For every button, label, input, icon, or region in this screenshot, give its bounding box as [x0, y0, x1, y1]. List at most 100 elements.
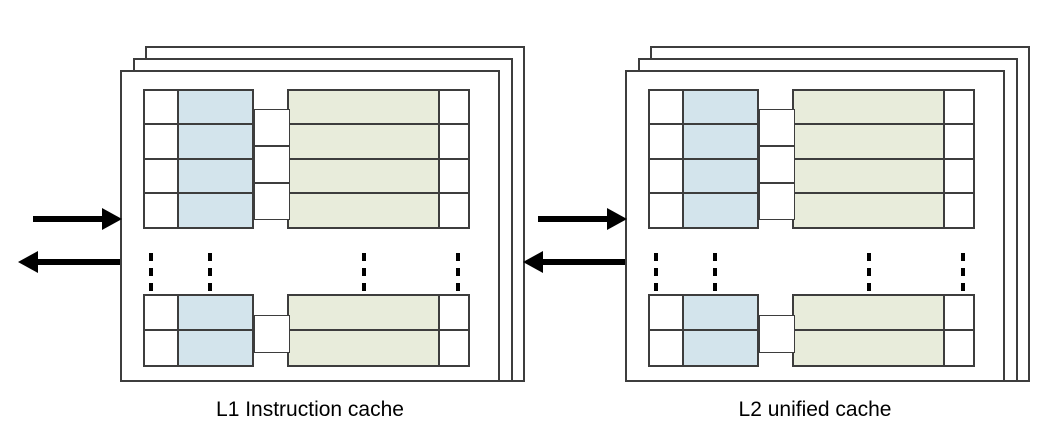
cache-cell-valid — [648, 88, 684, 126]
arrowhead-left-icon — [523, 251, 543, 273]
column-valid — [648, 293, 684, 372]
connector-segment — [758, 315, 795, 353]
cache-cell-offset — [942, 157, 975, 195]
column-tag — [176, 293, 254, 372]
arrow-l1-to-l2 — [538, 208, 627, 230]
ellipsis-data — [362, 253, 366, 291]
cache-cell-data — [287, 123, 440, 160]
arrowhead-right-icon — [102, 208, 122, 230]
column-offset — [437, 88, 470, 239]
cache-cell-offset — [942, 329, 975, 367]
column-data — [792, 88, 945, 239]
connector-segment — [253, 146, 290, 183]
cache-lines-bottom-l2 — [648, 293, 975, 372]
cache-lines-top-l2 — [648, 88, 975, 239]
cache-cell-tag — [681, 88, 759, 126]
cache-cell-data — [287, 88, 440, 126]
cache-cell-valid — [143, 192, 179, 229]
cache-cell-tag — [681, 157, 759, 195]
ellipsis-tag — [208, 253, 212, 291]
cache-cell-data — [792, 329, 945, 367]
cache-cell-tag — [176, 123, 254, 160]
cache-cell-data — [287, 329, 440, 367]
cache-cell-offset — [942, 88, 975, 126]
ellipsis-valid — [149, 253, 153, 291]
cache-cell-valid — [648, 157, 684, 195]
column-tag — [681, 293, 759, 372]
cache-cell-data — [792, 192, 945, 229]
cache-cell-valid — [143, 157, 179, 195]
cache-cell-tag — [176, 88, 254, 126]
cache-cell-data — [792, 157, 945, 195]
arrowhead-right-icon — [607, 208, 627, 230]
cache-cell-data — [287, 293, 440, 332]
cache-cell-valid — [648, 329, 684, 367]
column-valid — [648, 88, 684, 239]
cache-cell-valid — [143, 329, 179, 367]
cache-cell-valid — [143, 123, 179, 160]
arrowhead-left-icon — [18, 251, 38, 273]
column-connector — [758, 91, 795, 239]
cache-cell-offset — [437, 192, 470, 229]
column-offset — [942, 88, 975, 239]
ellipsis-valid — [654, 253, 658, 291]
cache-label-l2: L2 unified cache — [738, 398, 892, 421]
cache-cell-offset — [437, 329, 470, 367]
cache-cell-tag — [681, 192, 759, 229]
cache-cell-offset — [942, 293, 975, 332]
cache-cell-data — [792, 293, 945, 332]
column-connector — [758, 296, 795, 372]
cache-cell-offset — [437, 293, 470, 332]
cache-cell-tag — [176, 329, 254, 367]
cache-cell-tag — [176, 293, 254, 332]
cache-lines-top-l1 — [143, 88, 470, 239]
arrow-l2-to-l1 — [523, 251, 625, 273]
column-connector — [253, 296, 290, 372]
cache-cell-tag — [176, 157, 254, 195]
column-tag — [681, 88, 759, 239]
cache-cell-data — [792, 123, 945, 160]
cache-cell-offset — [942, 123, 975, 160]
cache-cell-tag — [681, 293, 759, 332]
cache-cell-offset — [437, 157, 470, 195]
cache-group-l2: L2 unified cache — [505, 0, 1056, 446]
cache-group-l1: L1 Instruction cache — [120, 46, 525, 421]
cache-cell-offset — [942, 192, 975, 229]
connector-segment — [758, 183, 795, 220]
cache-cell-offset — [437, 88, 470, 126]
cache-cell-tag — [681, 123, 759, 160]
connector-segment — [253, 109, 290, 146]
cache-cell-valid — [648, 192, 684, 229]
ellipsis-tag — [713, 253, 717, 291]
column-data — [792, 293, 945, 372]
cache-cell-data — [287, 157, 440, 195]
column-valid — [143, 88, 179, 239]
cache-cell-data — [287, 192, 440, 229]
column-data — [287, 88, 440, 239]
column-offset — [437, 293, 470, 372]
cache-lines-bottom-l1 — [143, 293, 470, 372]
ellipsis-offset — [961, 253, 965, 291]
cache-cell-tag — [176, 192, 254, 229]
cache-cell-valid — [648, 123, 684, 160]
cache-label-l1: L1 Instruction cache — [216, 398, 404, 421]
column-connector — [253, 91, 290, 239]
cache-cell-valid — [143, 88, 179, 126]
cache-cell-tag — [681, 329, 759, 367]
arrow-request-into-l1 — [33, 208, 122, 230]
arrow-response-from-l1 — [18, 251, 120, 273]
ellipsis-offset — [456, 253, 460, 291]
connector-segment — [758, 146, 795, 183]
cache-cell-valid — [648, 293, 684, 332]
connector-segment — [758, 109, 795, 146]
cache-cell-valid — [143, 293, 179, 332]
column-tag — [176, 88, 254, 239]
cache-cell-data — [792, 88, 945, 126]
column-valid — [143, 293, 179, 372]
connector-segment — [253, 183, 290, 220]
column-data — [287, 293, 440, 372]
ellipsis-data — [867, 253, 871, 291]
connector-segment — [253, 315, 290, 353]
cache-cell-offset — [437, 123, 470, 160]
